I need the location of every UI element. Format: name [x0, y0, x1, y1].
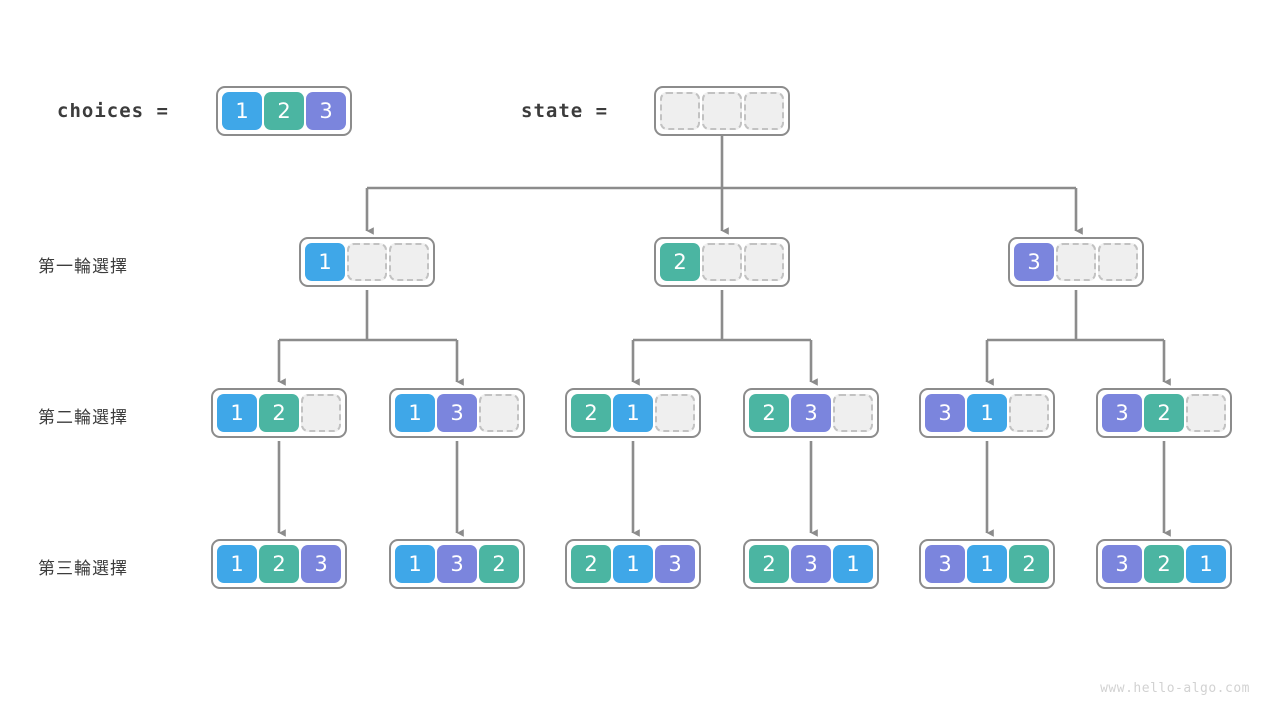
- cell-value-2: 2: [749, 394, 789, 432]
- watermark: www.hello-algo.com: [1100, 681, 1250, 696]
- cell-value-1: 1: [217, 394, 257, 432]
- cell-empty: [744, 243, 784, 281]
- cell-value-2: 2: [259, 545, 299, 583]
- cell-value-1: 1: [833, 545, 873, 583]
- cell-value-1: 1: [217, 545, 257, 583]
- level1-node-0: 1: [299, 237, 435, 287]
- cell-value-1: 1: [222, 92, 262, 130]
- cell-value-3: 3: [791, 545, 831, 583]
- cell-empty: [301, 394, 341, 432]
- cell-value-1: 1: [967, 394, 1007, 432]
- cell-value-2: 2: [571, 545, 611, 583]
- cell-value-2: 2: [660, 243, 700, 281]
- cell-value-3: 3: [925, 394, 965, 432]
- cell-value-3: 3: [1102, 394, 1142, 432]
- cell-value-3: 3: [437, 545, 477, 583]
- cell-value-3: 3: [791, 394, 831, 432]
- cell-value-3: 3: [301, 545, 341, 583]
- cell-value-2: 2: [259, 394, 299, 432]
- cell-value-1: 1: [395, 394, 435, 432]
- cell-value-3: 3: [306, 92, 346, 130]
- cell-value-3: 3: [437, 394, 477, 432]
- cell-value-2: 2: [571, 394, 611, 432]
- cell-value-3: 3: [1014, 243, 1054, 281]
- row-label-round-1: 第一輪選擇: [38, 257, 128, 277]
- cell-value-1: 1: [395, 545, 435, 583]
- cell-value-1: 1: [967, 545, 1007, 583]
- row-label-round-2: 第二輪選擇: [38, 408, 128, 428]
- cell-empty: [1009, 394, 1049, 432]
- cell-value-1: 1: [613, 545, 653, 583]
- cell-value-3: 3: [925, 545, 965, 583]
- cell-empty: [833, 394, 873, 432]
- cell-empty: [389, 243, 429, 281]
- cell-value-2: 2: [264, 92, 304, 130]
- cell-empty: [655, 394, 695, 432]
- cell-value-3: 3: [1102, 545, 1142, 583]
- state-root-array: [654, 86, 790, 136]
- cell-value-2: 2: [479, 545, 519, 583]
- cell-value-2: 2: [1144, 545, 1184, 583]
- cell-value-2: 2: [749, 545, 789, 583]
- cell-value-1: 1: [1186, 545, 1226, 583]
- cell-empty: [347, 243, 387, 281]
- cell-empty: [479, 394, 519, 432]
- cell-empty: [660, 92, 700, 130]
- level1-node-1: 2: [654, 237, 790, 287]
- cell-empty: [1186, 394, 1226, 432]
- cell-empty: [702, 243, 742, 281]
- cell-value-1: 1: [613, 394, 653, 432]
- cell-value-1: 1: [305, 243, 345, 281]
- cell-empty: [702, 92, 742, 130]
- row-label-round-3: 第三輪選擇: [38, 559, 128, 579]
- cell-value-2: 2: [1009, 545, 1049, 583]
- level1-node-2: 3: [1008, 237, 1144, 287]
- state-label: state =: [521, 100, 609, 122]
- cell-empty: [744, 92, 784, 130]
- cell-empty: [1098, 243, 1138, 281]
- choices-label: choices =: [57, 100, 169, 122]
- cell-empty: [1056, 243, 1096, 281]
- cell-value-3: 3: [655, 545, 695, 583]
- cell-value-2: 2: [1144, 394, 1184, 432]
